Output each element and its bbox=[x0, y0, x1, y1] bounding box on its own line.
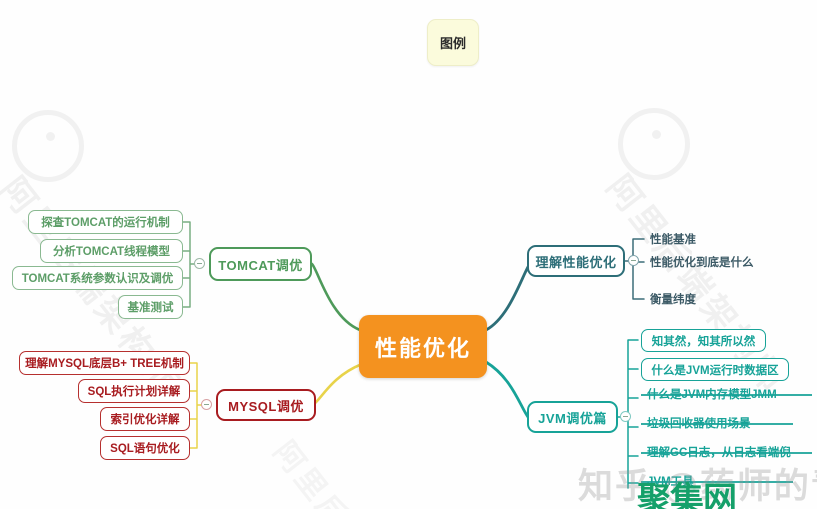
leaf-tomcat-3[interactable]: TOMCAT系统参数认识及调优 bbox=[12, 266, 183, 290]
branch-node-mysql[interactable]: MYSQL调优 bbox=[216, 389, 316, 421]
leaf-tomcat-2[interactable]: 分析TOMCAT线程模型 bbox=[40, 239, 183, 263]
collapse-toggle-understand[interactable] bbox=[628, 255, 639, 266]
leaf-understand-2-label: 性能优化到底是什么 bbox=[650, 257, 754, 269]
leaf-jvm-6[interactable]: JVM工具 bbox=[641, 471, 793, 491]
leaf-jvm-2-label: 什么是JVM运行时数据区 bbox=[651, 364, 779, 377]
leaf-jvm-4-label: 垃圾回收器使用场景 bbox=[647, 418, 751, 430]
branch-node-mysql-label: MYSQL调优 bbox=[228, 398, 304, 414]
leaf-tomcat-4-label: 基准测试 bbox=[127, 302, 174, 314]
leaf-mysql-1-label: 理解MYSQL底层B+ TREE机制 bbox=[25, 358, 184, 370]
link-root-mysql bbox=[312, 362, 364, 406]
leaf-understand-3[interactable]: 衡量纬度 bbox=[648, 289, 808, 309]
leaf-tomcat-1-label: 探查TOMCAT的运行机制 bbox=[41, 217, 170, 229]
leaf-tomcat-4[interactable]: 基准测试 bbox=[118, 295, 183, 319]
link-root-understand bbox=[484, 259, 534, 332]
legend-note-label: 图例 bbox=[439, 36, 466, 51]
collapse-toggle-jvm[interactable] bbox=[620, 411, 631, 422]
leaf-mysql-3-label: 索引优化详解 bbox=[110, 414, 180, 426]
branch-node-jvm-label: JVM调优篇 bbox=[538, 410, 607, 426]
leaf-mysql-2-label: SQL执行计划详解 bbox=[87, 386, 181, 398]
leaf-mysql-4-label: SQL语句优化 bbox=[110, 443, 180, 455]
leaf-understand-3-label: 衡量纬度 bbox=[650, 294, 696, 306]
root-node-label: 性能优化 bbox=[374, 335, 471, 361]
link-understand-children bbox=[624, 238, 645, 300]
link-root-tomcat bbox=[310, 262, 362, 332]
branch-node-jvm[interactable]: JVM调优篇 bbox=[527, 401, 618, 433]
leaf-understand-2[interactable]: 性能优化到底是什么 bbox=[648, 252, 808, 272]
collapse-toggle-mysql[interactable] bbox=[201, 399, 212, 410]
leaf-jvm-5-label: 理解GC日志，从日志看端倪 bbox=[647, 447, 791, 459]
background-watermark-text-center: 阿里后端架构师 bbox=[265, 430, 446, 509]
leaf-jvm-4[interactable]: 垃圾回收器使用场景 bbox=[641, 413, 793, 433]
collapse-toggle-tomcat[interactable] bbox=[194, 258, 205, 269]
leaf-understand-1-label: 性能基准 bbox=[650, 234, 696, 246]
leaf-understand-1[interactable]: 性能基准 bbox=[648, 229, 808, 249]
leaf-mysql-3[interactable]: 索引优化详解 bbox=[100, 407, 190, 431]
branch-node-understand-label: 理解性能优化 bbox=[535, 254, 617, 270]
root-node[interactable]: 性能优化 bbox=[359, 315, 487, 378]
leaf-mysql-1[interactable]: 理解MYSQL底层B+ TREE机制 bbox=[19, 351, 190, 375]
legend-note[interactable]: 图例 bbox=[427, 19, 479, 66]
background-watermark-circle-right bbox=[618, 108, 690, 180]
watermark-zhihu: 知乎 @药师的青春 bbox=[578, 467, 817, 506]
leaf-mysql-4[interactable]: SQL语句优化 bbox=[100, 436, 190, 460]
background-watermark-dot-left bbox=[46, 132, 55, 141]
leaf-tomcat-2-label: 分析TOMCAT线程模型 bbox=[52, 246, 171, 258]
branch-node-tomcat-label: TOMCAT调优 bbox=[218, 257, 303, 273]
leaf-jvm-1-label: 知其然，知其所以然 bbox=[651, 335, 756, 348]
leaf-jvm-6-label: JVM工具 bbox=[647, 476, 694, 488]
leaf-jvm-1[interactable]: 知其然，知其所以然 bbox=[641, 329, 766, 352]
background-watermark-dot-right bbox=[652, 130, 661, 139]
branch-node-understand[interactable]: 理解性能优化 bbox=[527, 245, 625, 277]
leaf-jvm-5[interactable]: 理解GC日志，从日志看端倪 bbox=[641, 442, 813, 462]
leaf-tomcat-1[interactable]: 探查TOMCAT的运行机制 bbox=[28, 210, 183, 234]
watermark-overlay-green: 聚集网 bbox=[637, 481, 737, 509]
branch-node-tomcat[interactable]: TOMCAT调优 bbox=[209, 247, 312, 281]
leaf-tomcat-3-label: TOMCAT系统参数认识及调优 bbox=[21, 273, 174, 285]
link-root-jvm bbox=[484, 360, 530, 419]
background-watermark-circle-left bbox=[12, 110, 84, 182]
leaf-jvm-3-label: 什么是JVM内存模型JMM bbox=[647, 389, 777, 401]
leaf-jvm-3[interactable]: 什么是JVM内存模型JMM bbox=[641, 384, 813, 404]
leaf-mysql-2[interactable]: SQL执行计划详解 bbox=[78, 379, 190, 403]
leaf-jvm-2[interactable]: 什么是JVM运行时数据区 bbox=[641, 358, 789, 381]
